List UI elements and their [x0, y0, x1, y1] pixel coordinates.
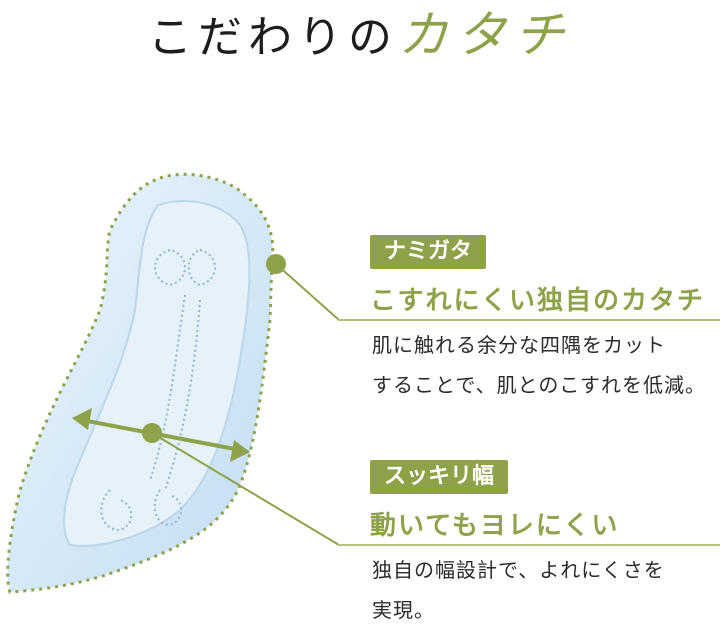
- pad-inner: [63, 200, 251, 547]
- feature-title-namigata: こすれにくい独自のカタチ: [370, 286, 705, 316]
- callout-dot-bottom: [142, 423, 162, 443]
- feature-desc-line: することで、肌とのこすれを低減。: [372, 373, 706, 397]
- divider-1: [338, 319, 720, 321]
- sanitary-pad-illustration: [6, 172, 275, 594]
- feature-desc-namigata: 肌に触れる余分な四隅をカット することで、肌とのこすれを低減。: [372, 325, 712, 405]
- headline-part2: カタチ: [398, 6, 572, 64]
- headline-part1: こだわりの: [148, 12, 398, 63]
- feature-badge-sukkiri: スッキリ幅: [370, 460, 509, 494]
- callout-lines: [72, 254, 340, 546]
- feature-desc-line: 独自の幅設計で、よれにくさを: [372, 558, 665, 582]
- feature-desc-line: 肌に触れる余分な四隅をカット: [372, 333, 666, 357]
- feature-desc-line: 実現。: [372, 598, 435, 622]
- feature-badge-namigata: ナミガタ: [370, 235, 487, 269]
- embossed-pattern: [100, 248, 216, 532]
- width-arrow-left-head: [72, 408, 92, 430]
- width-arrow-right-head: [230, 440, 250, 462]
- headline: こだわりのカタチ: [0, 0, 720, 70]
- feature-desc-sukkiri: 独自の幅設計で、よれにくさを 実現。: [372, 550, 712, 630]
- callout-line-bottom: [151, 432, 340, 546]
- callout-dot-top: [266, 254, 286, 274]
- feature-title-sukkiri: 動いてもヨレにくい: [370, 511, 620, 541]
- divider-2: [338, 544, 720, 546]
- callout-line-top: [275, 263, 340, 321]
